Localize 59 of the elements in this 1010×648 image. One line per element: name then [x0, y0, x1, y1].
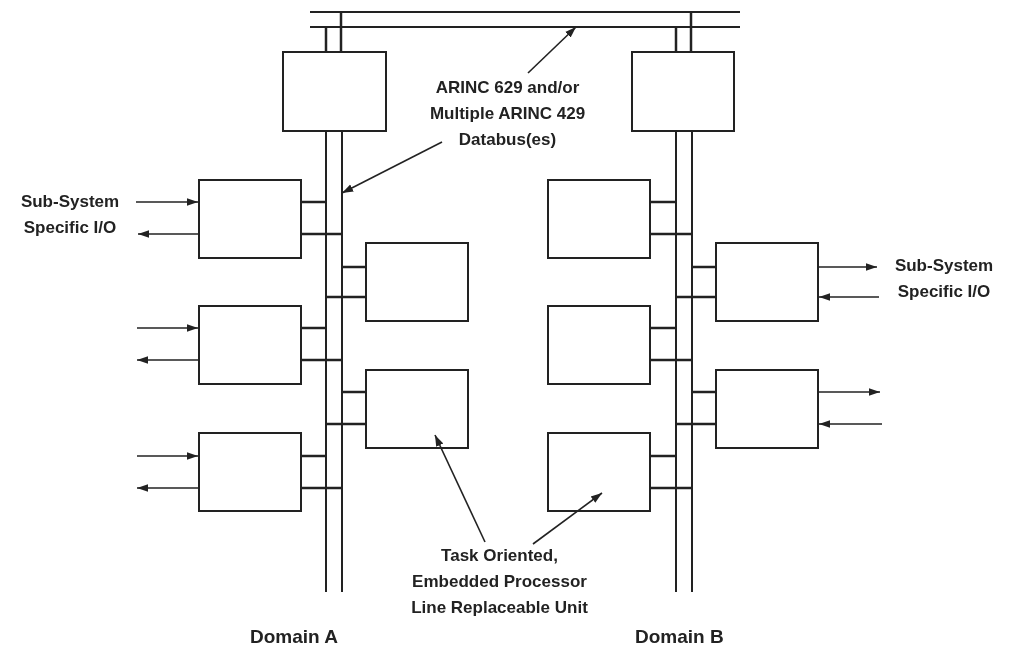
- callout-label: Task Oriented, Embedded Processor Line Replaceable Unit: [402, 543, 597, 621]
- connector-line: [674, 27, 678, 51]
- connector-line: [326, 295, 365, 299]
- io-label: Sub-System Specific I/O: [880, 253, 1008, 305]
- connector-line: [302, 200, 326, 204]
- unit-box: [198, 305, 302, 385]
- arrow: [818, 420, 883, 428]
- callout-label: ARINC 629 and/or Multiple ARINC 429 Databus(es): [410, 75, 605, 153]
- domain-label: Domain A: [250, 625, 338, 648]
- connector-line: [692, 390, 715, 394]
- unit-box: [365, 369, 469, 449]
- domain-label: Domain B: [635, 625, 724, 648]
- connector-line: [302, 486, 342, 490]
- arrow: [818, 388, 881, 396]
- unit-box: [198, 179, 302, 259]
- unit-box: [365, 242, 469, 322]
- connector-line: [651, 454, 676, 458]
- unit-box: [631, 51, 735, 132]
- unit-box: [715, 242, 819, 322]
- connector-line: [651, 326, 676, 330]
- leader-arrow: [341, 141, 443, 194]
- arrow: [136, 324, 199, 332]
- leader-arrow: [527, 26, 577, 74]
- arrow: [135, 198, 199, 206]
- arrow: [137, 230, 199, 238]
- leader-arrow: [532, 492, 603, 545]
- databus-line: [325, 131, 343, 592]
- arrow: [136, 452, 199, 460]
- connector-line: [651, 358, 692, 362]
- connector-line: [651, 232, 692, 236]
- connector-line: [689, 12, 693, 51]
- unit-box: [547, 432, 651, 512]
- unit-box: [282, 51, 387, 132]
- connector-line: [651, 486, 692, 490]
- connector-line: [342, 265, 365, 269]
- databus-line: [310, 11, 740, 28]
- connector-line: [324, 27, 328, 51]
- databus-line: [675, 131, 693, 592]
- connector-line: [651, 200, 676, 204]
- unit-box: [715, 369, 819, 449]
- connector-line: [676, 295, 715, 299]
- arrow: [818, 263, 878, 271]
- arrow: [136, 484, 199, 492]
- connector-line: [342, 390, 365, 394]
- leader-arrow: [434, 434, 486, 543]
- arrow: [818, 293, 880, 301]
- connector-line: [302, 232, 342, 236]
- connector-line: [302, 454, 326, 458]
- unit-box: [198, 432, 302, 512]
- unit-box: [547, 305, 651, 385]
- connector-line: [676, 422, 715, 426]
- connector-line: [302, 326, 326, 330]
- io-label: Sub-System Specific I/O: [4, 189, 136, 241]
- arrow: [136, 356, 199, 364]
- connector-line: [326, 422, 365, 426]
- connector-line: [692, 265, 715, 269]
- connector-line: [339, 12, 343, 51]
- connector-line: [302, 358, 342, 362]
- unit-box: [547, 179, 651, 259]
